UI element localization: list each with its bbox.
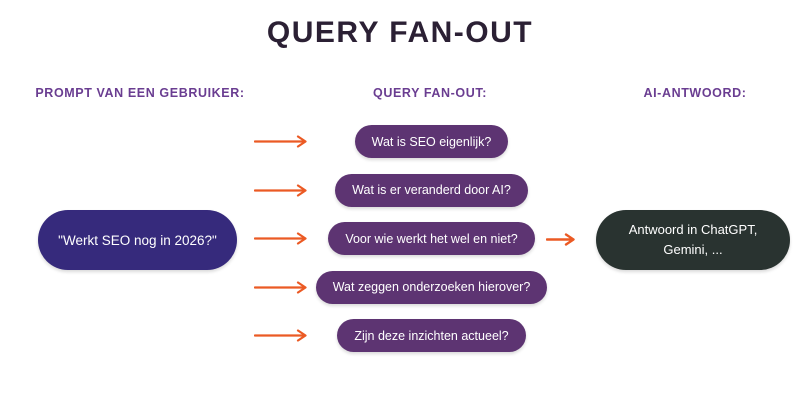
column-header-answer: AI-ANTWOORD: (643, 86, 747, 100)
prompt-pill-label: "Werkt SEO nog in 2026?" (58, 232, 217, 248)
fanout-pill: Wat is er veranderd door AI? (335, 173, 528, 207)
pill-slot: Zijn deze inzichten actueel? (318, 319, 545, 352)
pill-slot: Voor wie werkt het wel en niet? (318, 222, 545, 255)
column-header-prompt: PROMPT VAN EEN GEBRUIKER: (35, 86, 245, 100)
fanout-rows: Wat is SEO eigenlijk? Wat is er verander… (254, 125, 548, 352)
answer-pill: Antwoord in ChatGPT, Gemini, ... (596, 210, 790, 270)
arrow-right-icon (254, 232, 307, 245)
fanout-pill: Voor wie werkt het wel en niet? (328, 222, 535, 255)
fanout-row: Zijn deze inzichten actueel? (254, 319, 545, 352)
fanout-row: Voor wie werkt het wel en niet? (254, 222, 545, 255)
pill-slot: Wat zeggen onderzoeken hierover? (315, 270, 548, 304)
pill-slot: Wat is SEO eigenlijk? (318, 125, 545, 158)
arrow-right-icon (254, 280, 307, 294)
fanout-pill: Zijn deze inzichten actueel? (337, 319, 526, 352)
arrow-right-icon (546, 233, 575, 246)
arrow-right-icon (254, 329, 307, 342)
prompt-pill: "Werkt SEO nog in 2026?" (38, 210, 237, 270)
pill-slot: Wat is er veranderd door AI? (318, 173, 545, 207)
arrow-right-icon (254, 183, 307, 197)
arrow-right-icon (254, 135, 307, 148)
fanout-pill: Wat zeggen onderzoeken hierover? (315, 270, 548, 304)
fanout-row: Wat is SEO eigenlijk? (254, 125, 545, 158)
fanout-row: Wat zeggen onderzoeken hierover? (254, 270, 548, 304)
fanout-pill: Wat is SEO eigenlijk? (354, 125, 509, 158)
answer-pill-line1: Antwoord in ChatGPT, (628, 221, 758, 237)
page-title: QUERY FAN-OUT (266, 16, 534, 49)
column-header-fanout: QUERY FAN-OUT: (373, 86, 487, 100)
answer-pill-line2: Gemini, ... (663, 242, 723, 257)
fanout-row: Wat is er veranderd door AI? (254, 173, 545, 207)
